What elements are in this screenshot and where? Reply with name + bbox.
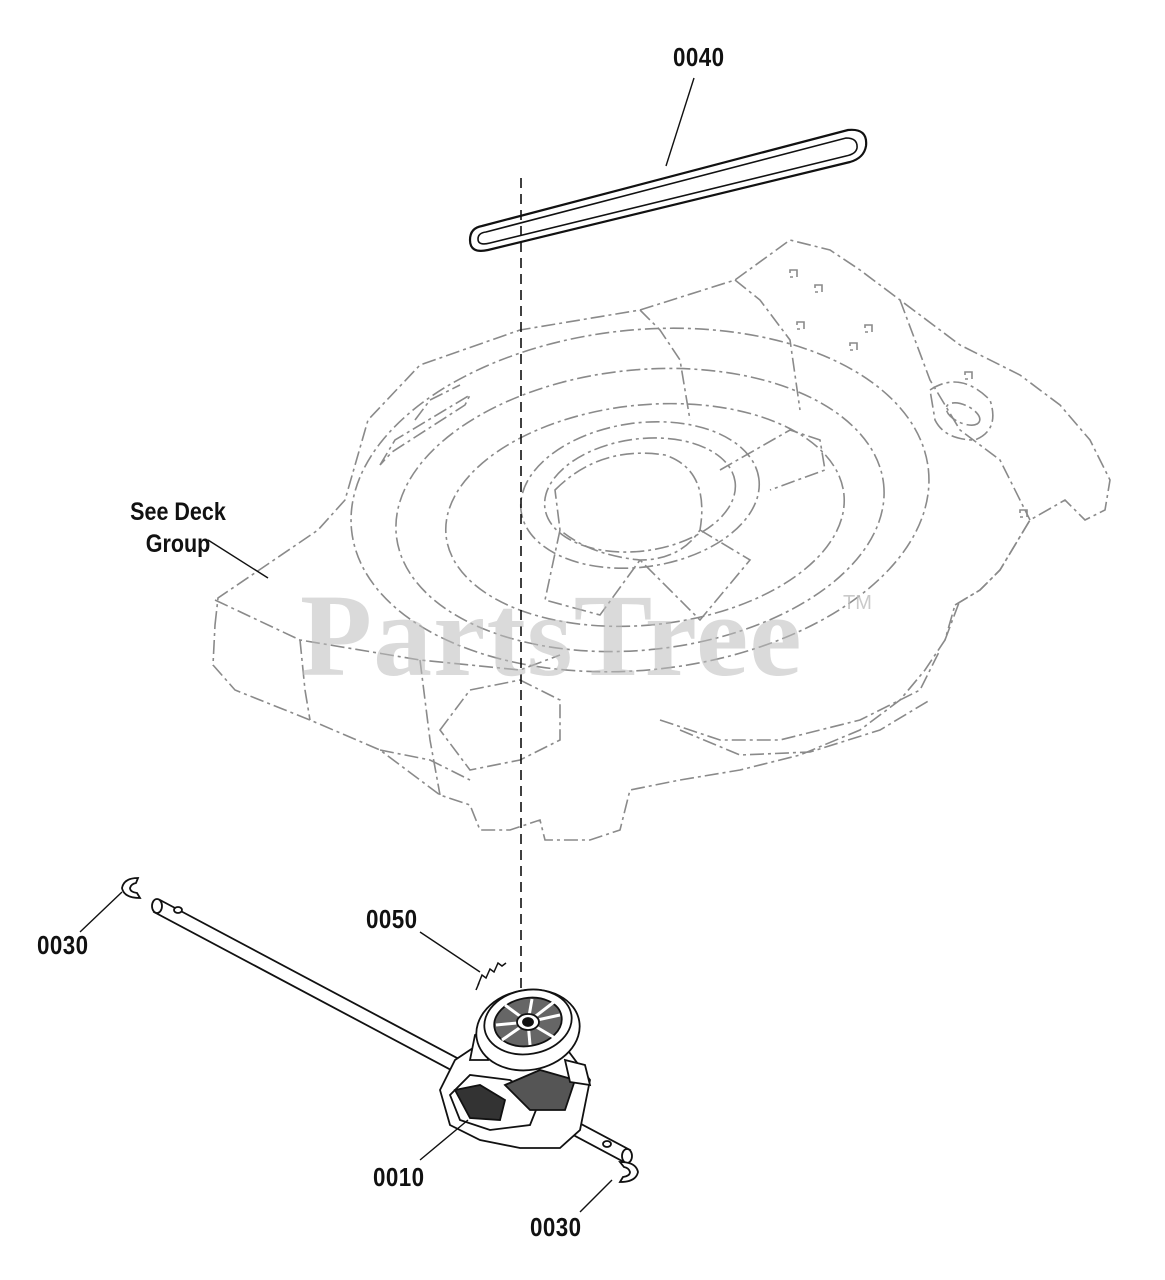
transmission-gearbox (439, 988, 592, 1149)
deck-note-line1: See Deck (130, 498, 226, 526)
callout-clip-left: 0030 (37, 930, 89, 960)
drive-belt (468, 128, 868, 252)
callout-spring: 0050 (366, 904, 418, 934)
leader-lines (79, 77, 695, 1213)
e-clip-right (618, 1161, 639, 1183)
watermark-trademark: TM (843, 592, 872, 614)
callout-clip-right: 0030 (530, 1212, 582, 1242)
mower-deck (212, 239, 1111, 841)
callout-belt: 0040 (673, 42, 725, 72)
deck-group-note: See Deck Group (118, 496, 238, 560)
watermark: PartsTree (300, 570, 803, 701)
spring (475, 961, 507, 991)
deck-note-line2: Group (145, 530, 211, 558)
e-clip-left (121, 877, 142, 899)
callout-transmission: 0010 (373, 1162, 425, 1192)
